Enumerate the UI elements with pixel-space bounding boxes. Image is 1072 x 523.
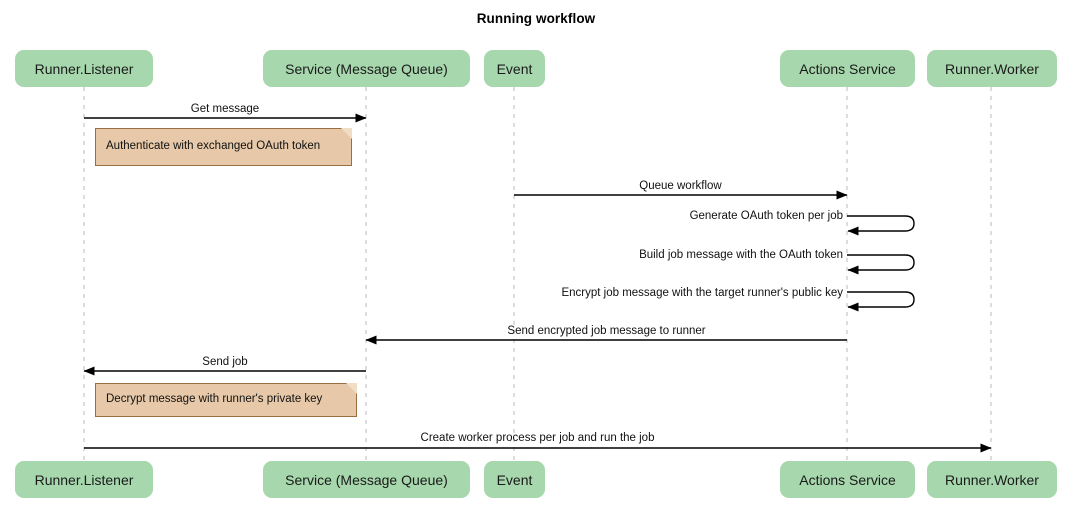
message-label-send-job: Send job [202,356,248,368]
message-label-encrypt-job-message-with-the-target-runners-public-key: Encrypt job message with the target runn… [561,287,843,299]
participant-label: Runner.Worker [945,471,1039,488]
participant-event-top[interactable]: Event [484,50,545,87]
participant-label: Runner.Worker [945,60,1039,77]
participant-service-message-queue-top[interactable]: Service (Message Queue) [263,50,470,87]
participant-runner-listener-top[interactable]: Runner.Listener [15,50,153,87]
message-build-job-message-with-the-oauth-token [847,254,915,275]
note-text: Authenticate with exchanged OAuth token [106,140,321,153]
participant-label: Actions Service [799,60,896,77]
participant-service-message-queue-bottom[interactable]: Service (Message Queue) [263,461,470,498]
participant-runner-worker-bottom[interactable]: Runner.Worker [927,461,1057,498]
note-authenticate-with-exchanged-oauth-token: Authenticate with exchanged OAuth token [95,128,352,166]
participant-event-bottom[interactable]: Event [484,461,545,498]
page-title: Running workflow [476,11,596,26]
note-fold-edge-icon [340,128,352,140]
message-label-queue-workflow: Queue workflow [639,180,722,192]
participant-label: Event [496,60,533,77]
participant-label: Runner.Listener [34,60,134,77]
participant-actions-service-bottom[interactable]: Actions Service [780,461,915,498]
note-fold-edge-icon [345,383,357,395]
participant-label: Event [496,471,533,488]
participant-label: Actions Service [799,471,896,488]
participant-label: Service (Message Queue) [285,60,448,77]
note-text: Decrypt message with runner's private ke… [106,393,323,406]
message-label-create-worker-process-per-job-and-run-the-job: Create worker process per job and run th… [420,432,655,444]
participant-runner-worker-top[interactable]: Runner.Worker [927,50,1057,87]
participant-actions-service-top[interactable]: Actions Service [780,50,915,87]
message-label-build-job-message-with-the-oauth-token: Build job message with the OAuth token [639,249,843,261]
message-label-get-message: Get message [190,103,260,115]
messages-group [83,113,992,453]
participant-runner-listener-bottom[interactable]: Runner.Listener [15,461,153,498]
participant-label: Runner.Listener [34,471,134,488]
message-encrypt-job-message-with-the-target-runners-public-key [847,291,915,312]
note-decrypt-message-with-runners-private-key: Decrypt message with runner's private ke… [95,383,357,417]
participant-label: Service (Message Queue) [285,471,448,488]
message-label-generate-oauth-token-per-job: Generate OAuth token per job [689,210,843,222]
message-generate-oauth-token-per-job [847,215,915,236]
message-label-send-encrypted-job-message-to-runner: Send encrypted job message to runner [507,325,706,337]
